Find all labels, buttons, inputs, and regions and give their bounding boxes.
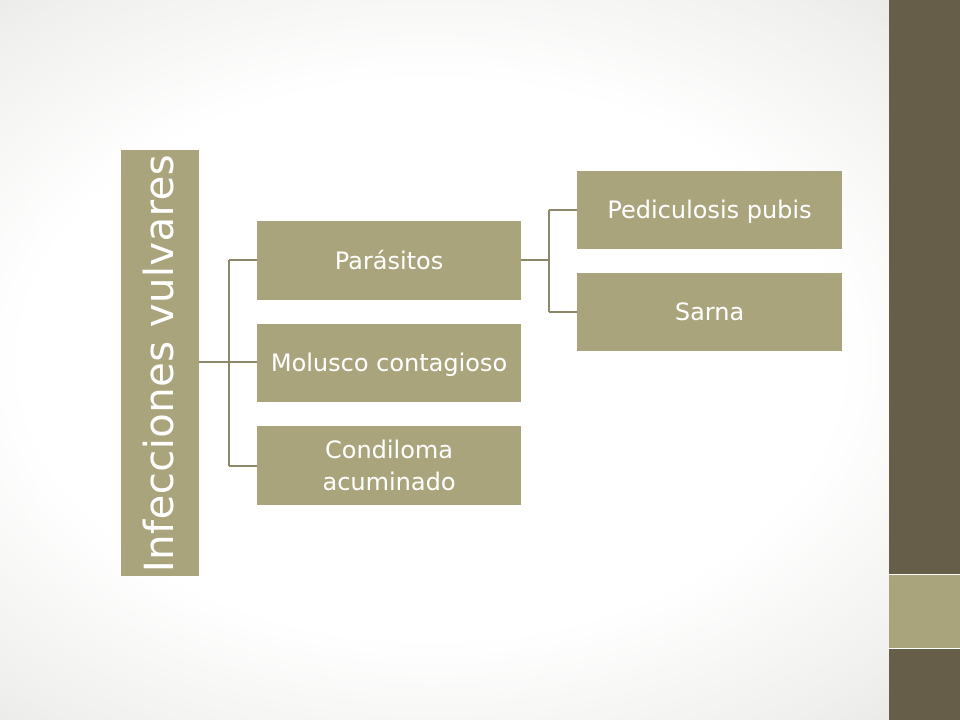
node-label: Molusco contagioso [270,349,508,377]
node-label: Pediculosis pubis [607,196,812,224]
root-label: Infecciones vulvares [137,153,183,573]
node-sarna: Sarna [577,273,842,351]
node-pediculosis-pubis: Pediculosis pubis [577,171,842,249]
node-parasitos: Parásitos [257,221,521,300]
root-node: Infecciones vulvares [121,150,199,576]
node-label: Condiloma acuminado [322,435,456,496]
node-molusco-contagioso: Molusco contagioso [257,324,521,402]
sidebar-band-bottom [889,649,960,720]
node-condiloma-acuminado: Condiloma acuminado [257,426,521,505]
node-label: Parásitos [334,246,444,275]
sidebar-band-top [889,0,960,575]
sidebar-band-accent [889,575,960,649]
node-label: Sarna [674,298,745,326]
